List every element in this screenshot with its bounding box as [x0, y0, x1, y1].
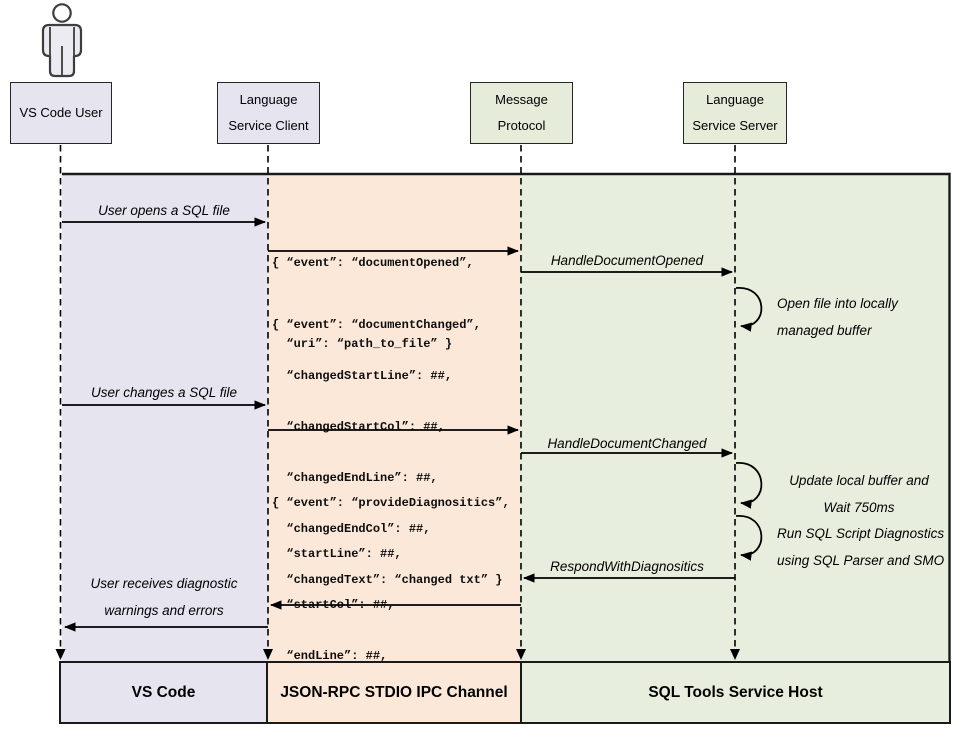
label-handle-document-opened: HandleDocumentOpened — [550, 253, 704, 268]
label-update-buffer-line1: Update local buffer and — [789, 473, 929, 488]
json-line: “changedText”: “changed txt” } — [272, 573, 503, 587]
json-line: “uri”: “path_to_file” } — [272, 337, 453, 351]
footer-box-vscode: VS Code — [59, 661, 268, 724]
ipc-lane-band — [268, 174, 520, 661]
label-open-file-line2: managed buffer — [777, 323, 872, 338]
json-line: { “event”: “documentChanged”, — [272, 318, 481, 332]
actor-label: Service Client — [228, 118, 309, 133]
actor-label: Protocol — [497, 118, 546, 133]
label-respond-with-diagnositics: RespondWithDiagnositics — [550, 559, 704, 574]
lifeline-server-end-arrow — [730, 649, 740, 660]
label-user-opens: User opens a SQL file — [98, 203, 230, 218]
json-line: “changedStartCol”: ##, — [272, 420, 445, 434]
lane-border — [62, 172, 951, 661]
footer-label: SQL Tools Service Host — [648, 683, 823, 701]
user-actor-icon — [41, 3, 83, 78]
label-user-receives: User receives diagnostic warnings and er… — [62, 570, 266, 624]
json-line: { “event”: “documentOpened”, — [272, 256, 474, 270]
label-run-diagnostics-line1: Run SQL Script Diagnostics — [777, 526, 945, 541]
actor-label: Service Server — [692, 118, 778, 133]
actor-box-vscode-user: VS Code User — [10, 82, 112, 144]
json-provide-diagnositics: { “event”: “provideDiagnositics”, “start… — [272, 464, 510, 732]
lifeline-user-end-arrow — [55, 649, 66, 660]
label-user-receives-line1: User receives diagnostic — [90, 576, 238, 591]
label-run-diagnostics-line2: using SQL Parser and SMO — [777, 553, 945, 568]
label-update-buffer: Update local buffer and Wait 750ms — [775, 467, 943, 521]
footer-label: VS Code — [131, 683, 196, 701]
json-line: { “event”: “provideDiagnositics”, — [272, 496, 510, 510]
json-line: “startCol”: ##, — [272, 598, 395, 612]
json-document-changed: { “event”: “documentChanged”, “changedSt… — [272, 286, 502, 620]
label-update-buffer-line2: Wait 750ms — [823, 500, 895, 515]
label-open-file-line1: Open file into locally — [777, 296, 898, 311]
vscode-lane-band — [62, 174, 268, 661]
lifeline-protocol-end-arrow — [516, 649, 526, 660]
label-user-receives-line2: warnings and errors — [104, 603, 224, 618]
footer-label: JSON-RPC STDIO IPC Channel — [280, 683, 508, 701]
actor-box-language-service-client: Language Service Client — [217, 82, 320, 144]
label-run-diagnostics: Run SQL Script Diagnostics using SQL Par… — [777, 520, 944, 574]
actor-label: VS Code User — [19, 105, 103, 120]
actor-box-message-protocol: Message Protocol — [470, 82, 573, 144]
label-user-changes: User changes a SQL file — [90, 385, 238, 400]
json-line: “changedEndLine”: ##, — [272, 471, 438, 485]
loop-update-buffer — [735, 462, 763, 509]
actor-box-language-service-server: Language Service Server — [683, 82, 787, 144]
json-line: “startLine”: ##, — [272, 547, 402, 561]
json-line: “changedStartLine”: ##, — [272, 369, 453, 383]
footer-box-sql-tools-service-host: SQL Tools Service Host — [520, 661, 951, 724]
loop-run-diagnostics — [735, 515, 763, 561]
label-handle-document-changed: HandleDocumentChanged — [547, 436, 707, 451]
json-line: “endLine”: ##, — [272, 649, 388, 663]
json-document-opened: { “event”: “documentOpened”, “uri”: “pat… — [272, 196, 474, 412]
loop-open-file — [735, 287, 763, 332]
json-line: “changedEndCol”: ##, — [272, 522, 431, 536]
lifeline-client-end-arrow — [263, 649, 273, 660]
actor-label: Language — [706, 92, 764, 107]
footer-box-json-rpc-channel: JSON-RPC STDIO IPC Channel — [266, 661, 522, 724]
actor-label: Message — [495, 92, 548, 107]
label-open-file: Open file into locally managed buffer — [777, 290, 898, 344]
actor-label: Language — [239, 92, 298, 107]
